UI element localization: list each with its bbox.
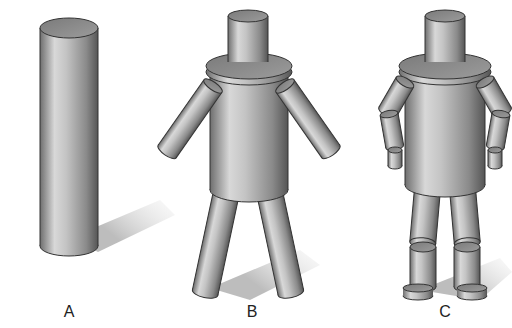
figure-letter: A: [64, 304, 75, 320]
figure-letter: C: [439, 304, 451, 320]
figure-letter: B: [247, 304, 258, 320]
